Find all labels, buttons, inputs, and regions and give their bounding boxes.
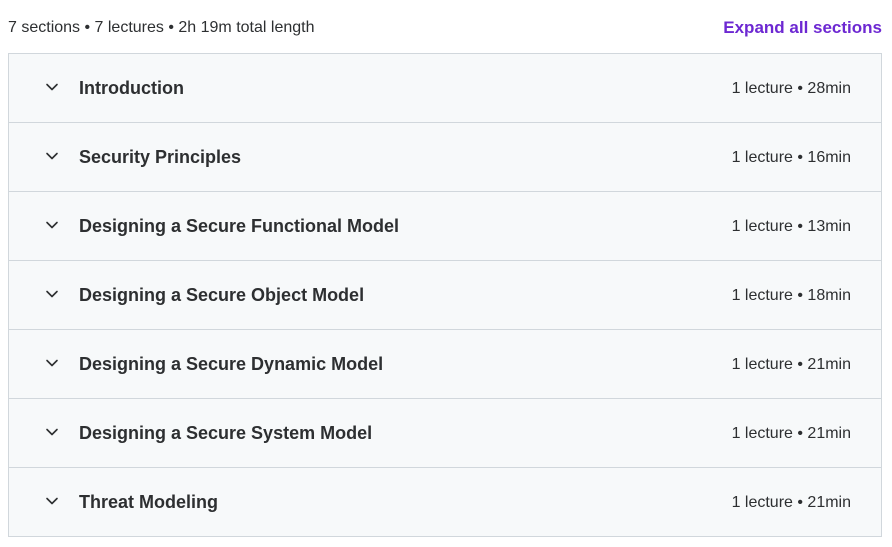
curriculum-section-list: Introduction 1 lecture • 28min Security … <box>8 53 882 537</box>
chevron-down-icon <box>45 80 59 94</box>
chevron-down-icon <box>45 218 59 232</box>
chevron-down-icon <box>45 425 59 439</box>
section-meta: 1 lecture • 18min <box>731 287 851 304</box>
section-meta: 1 lecture • 21min <box>731 356 851 373</box>
section-item-secure-functional-model[interactable]: Designing a Secure Functional Model 1 le… <box>9 192 881 261</box>
section-item-secure-object-model[interactable]: Designing a Secure Object Model 1 lectur… <box>9 261 881 330</box>
section-meta: 1 lecture • 21min <box>731 494 851 511</box>
section-title: Designing a Secure Functional Model <box>79 216 400 236</box>
section-meta: 1 lecture • 13min <box>731 218 851 235</box>
chevron-down-icon <box>45 287 59 301</box>
section-meta: 1 lecture • 16min <box>731 149 851 166</box>
section-title: Introduction <box>79 78 184 98</box>
section-title: Threat Modeling <box>79 492 218 512</box>
chevron-down-icon <box>45 494 59 508</box>
section-title: Designing a Secure Dynamic Model <box>79 354 384 374</box>
section-item-secure-system-model[interactable]: Designing a Secure System Model 1 lectur… <box>9 399 881 468</box>
section-meta: 1 lecture • 21min <box>731 425 851 442</box>
chevron-down-icon <box>45 356 59 370</box>
section-item-introduction[interactable]: Introduction 1 lecture • 28min <box>9 54 881 123</box>
section-item-threat-modeling[interactable]: Threat Modeling 1 lecture • 21min <box>9 468 881 536</box>
section-item-secure-dynamic-model[interactable]: Designing a Secure Dynamic Model 1 lectu… <box>9 330 881 399</box>
curriculum-summary: 7 sections • 7 lectures • 2h 19m total l… <box>8 19 315 36</box>
chevron-down-icon <box>45 149 59 163</box>
section-item-security-principles[interactable]: Security Principles 1 lecture • 16min <box>9 123 881 192</box>
section-title: Security Principles <box>79 147 242 167</box>
expand-all-sections-button[interactable]: Expand all sections <box>723 18 882 37</box>
section-meta: 1 lecture • 28min <box>731 80 851 97</box>
curriculum-summary-bar: 7 sections • 7 lectures • 2h 19m total l… <box>0 0 892 53</box>
section-title: Designing a Secure Object Model <box>79 285 365 305</box>
section-title: Designing a Secure System Model <box>79 423 373 443</box>
